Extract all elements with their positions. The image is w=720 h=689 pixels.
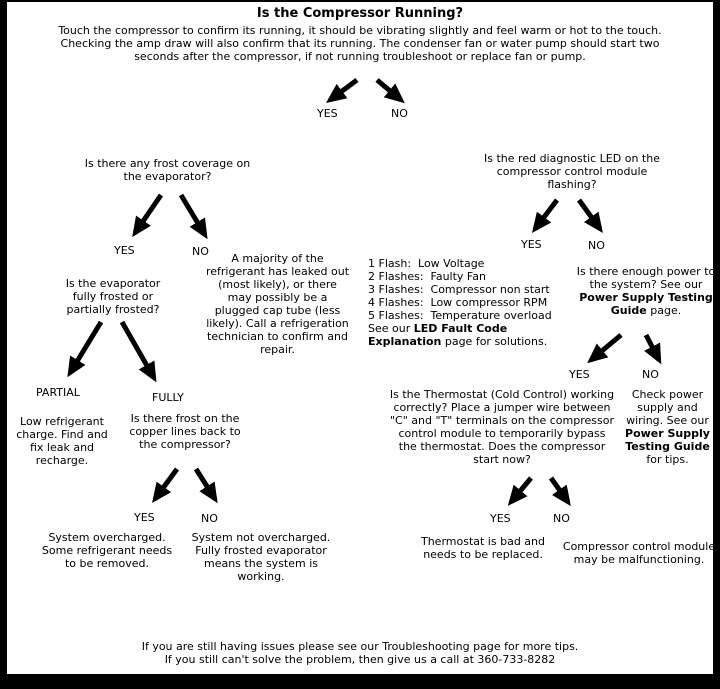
branch-label-no-led: NO: [588, 239, 605, 252]
branch-label-yes-root: YES: [317, 107, 338, 120]
fault-code-5: 5 Flashes: Temperature overload: [368, 309, 552, 322]
text-segment: for tips.: [646, 453, 689, 466]
arrow-root-yes: [325, 77, 359, 103]
footer-line-2: If you still can't solve the problem, th…: [164, 653, 556, 666]
text-segment: page.: [646, 304, 682, 317]
led-fault-code-explanation-ref: LED Fault Code Explanation: [368, 322, 508, 348]
arrow-root-no: [375, 78, 405, 104]
result-thermostat-bad: Thermostat is bad and needs to be replac…: [420, 535, 545, 561]
decision-diagnostic-led: Is the red diagnostic LED on the compres…: [484, 152, 660, 191]
result-refrigerant-leak: A majority of the refrigerant has leaked…: [205, 252, 350, 356]
result-led-fault-codes: 1 Flash: Low Voltage 2 Flashes: Faulty F…: [368, 257, 573, 348]
text-segment: See our: [368, 322, 414, 335]
fault-code-1: 1 Flash: Low Voltage: [368, 257, 485, 270]
branch-label-partial: PARTIAL: [36, 386, 80, 399]
branch-label-yes-thermostat: YES: [490, 512, 511, 525]
decision-thermostat-jumper: Is the Thermostat (Cold Control) working…: [389, 388, 615, 466]
result-system-working: System not overcharged. Fully frosted ev…: [191, 531, 331, 583]
branch-label-no-copper: NO: [201, 512, 218, 525]
branch-label-yes-frost: YES: [114, 244, 135, 257]
branch-label-no-power: NO: [642, 368, 659, 381]
arrow-power-yes: [587, 333, 623, 364]
arrow-led-yes: [531, 198, 559, 233]
text-segment: Is there enough power to the system? See…: [576, 265, 716, 291]
result-low-refrigerant: Low refrigerant charge. Find and fix lea…: [16, 415, 108, 467]
text-segment: page for solutions.: [441, 335, 548, 348]
branch-label-yes-copper: YES: [134, 511, 155, 524]
branch-label-yes-led: YES: [521, 238, 542, 251]
decision-enough-power: Is there enough power to the system? See…: [575, 265, 717, 317]
power-supply-guide-ref: Power Supply Testing Guide: [579, 291, 713, 317]
arrow-led-no: [576, 198, 603, 234]
branch-label-fully: FULLY: [152, 391, 184, 404]
arrow-thermostat-no: [548, 476, 571, 507]
flowchart-page-background: [7, 2, 713, 674]
fault-code-3: 3 Flashes: Compressor non start: [368, 283, 550, 296]
result-module-malfunctioning: Compressor control module may be malfunc…: [562, 540, 716, 566]
arrow-power-no: [643, 333, 662, 365]
fault-code-4: 4 Flashes: Low compressor RPM: [368, 296, 548, 309]
decision-frost-copper-lines: Is there frost on the copper lines back …: [129, 412, 241, 451]
branch-label-no-thermostat: NO: [553, 512, 570, 525]
arrow-frost-no: [178, 193, 208, 240]
branch-label-no-root: NO: [391, 107, 408, 120]
decision-evaporator-frost-amount: Is the evaporator fully frosted or parti…: [65, 277, 161, 316]
result-check-power-supply: Check power supply and wiring. See our P…: [620, 388, 715, 466]
result-system-overcharged: System overcharged. Some refrigerant nee…: [41, 531, 173, 570]
footer-note: If you are still having issues please se…: [0, 640, 720, 666]
page-title: Is the Compressor Running?: [256, 6, 464, 21]
arrow-evap-fully: [119, 320, 157, 383]
text-segment: Check power supply and wiring. See our: [626, 388, 709, 427]
led-fault-code-note: See our LED Fault Code Explanation page …: [368, 322, 573, 348]
power-supply-guide-ref: Power Supply Testing Guide: [625, 427, 710, 453]
branch-label-yes-power: YES: [569, 368, 590, 381]
footer-line-1: If you are still having issues please se…: [141, 640, 579, 653]
fault-code-2: 2 Flashes: Faulty Fan: [368, 270, 486, 283]
arrow-copper-yes: [152, 467, 180, 504]
branch-label-no-frost: NO: [192, 245, 209, 258]
arrow-thermostat-yes: [507, 476, 533, 506]
arrow-frost-yes: [132, 193, 164, 238]
intro-paragraph: Touch the compressor to confirm its runn…: [58, 24, 662, 63]
arrow-evap-partial: [67, 320, 104, 378]
decision-frost-coverage: Is there any frost coverage on the evapo…: [84, 157, 251, 183]
arrow-copper-no: [193, 467, 218, 504]
